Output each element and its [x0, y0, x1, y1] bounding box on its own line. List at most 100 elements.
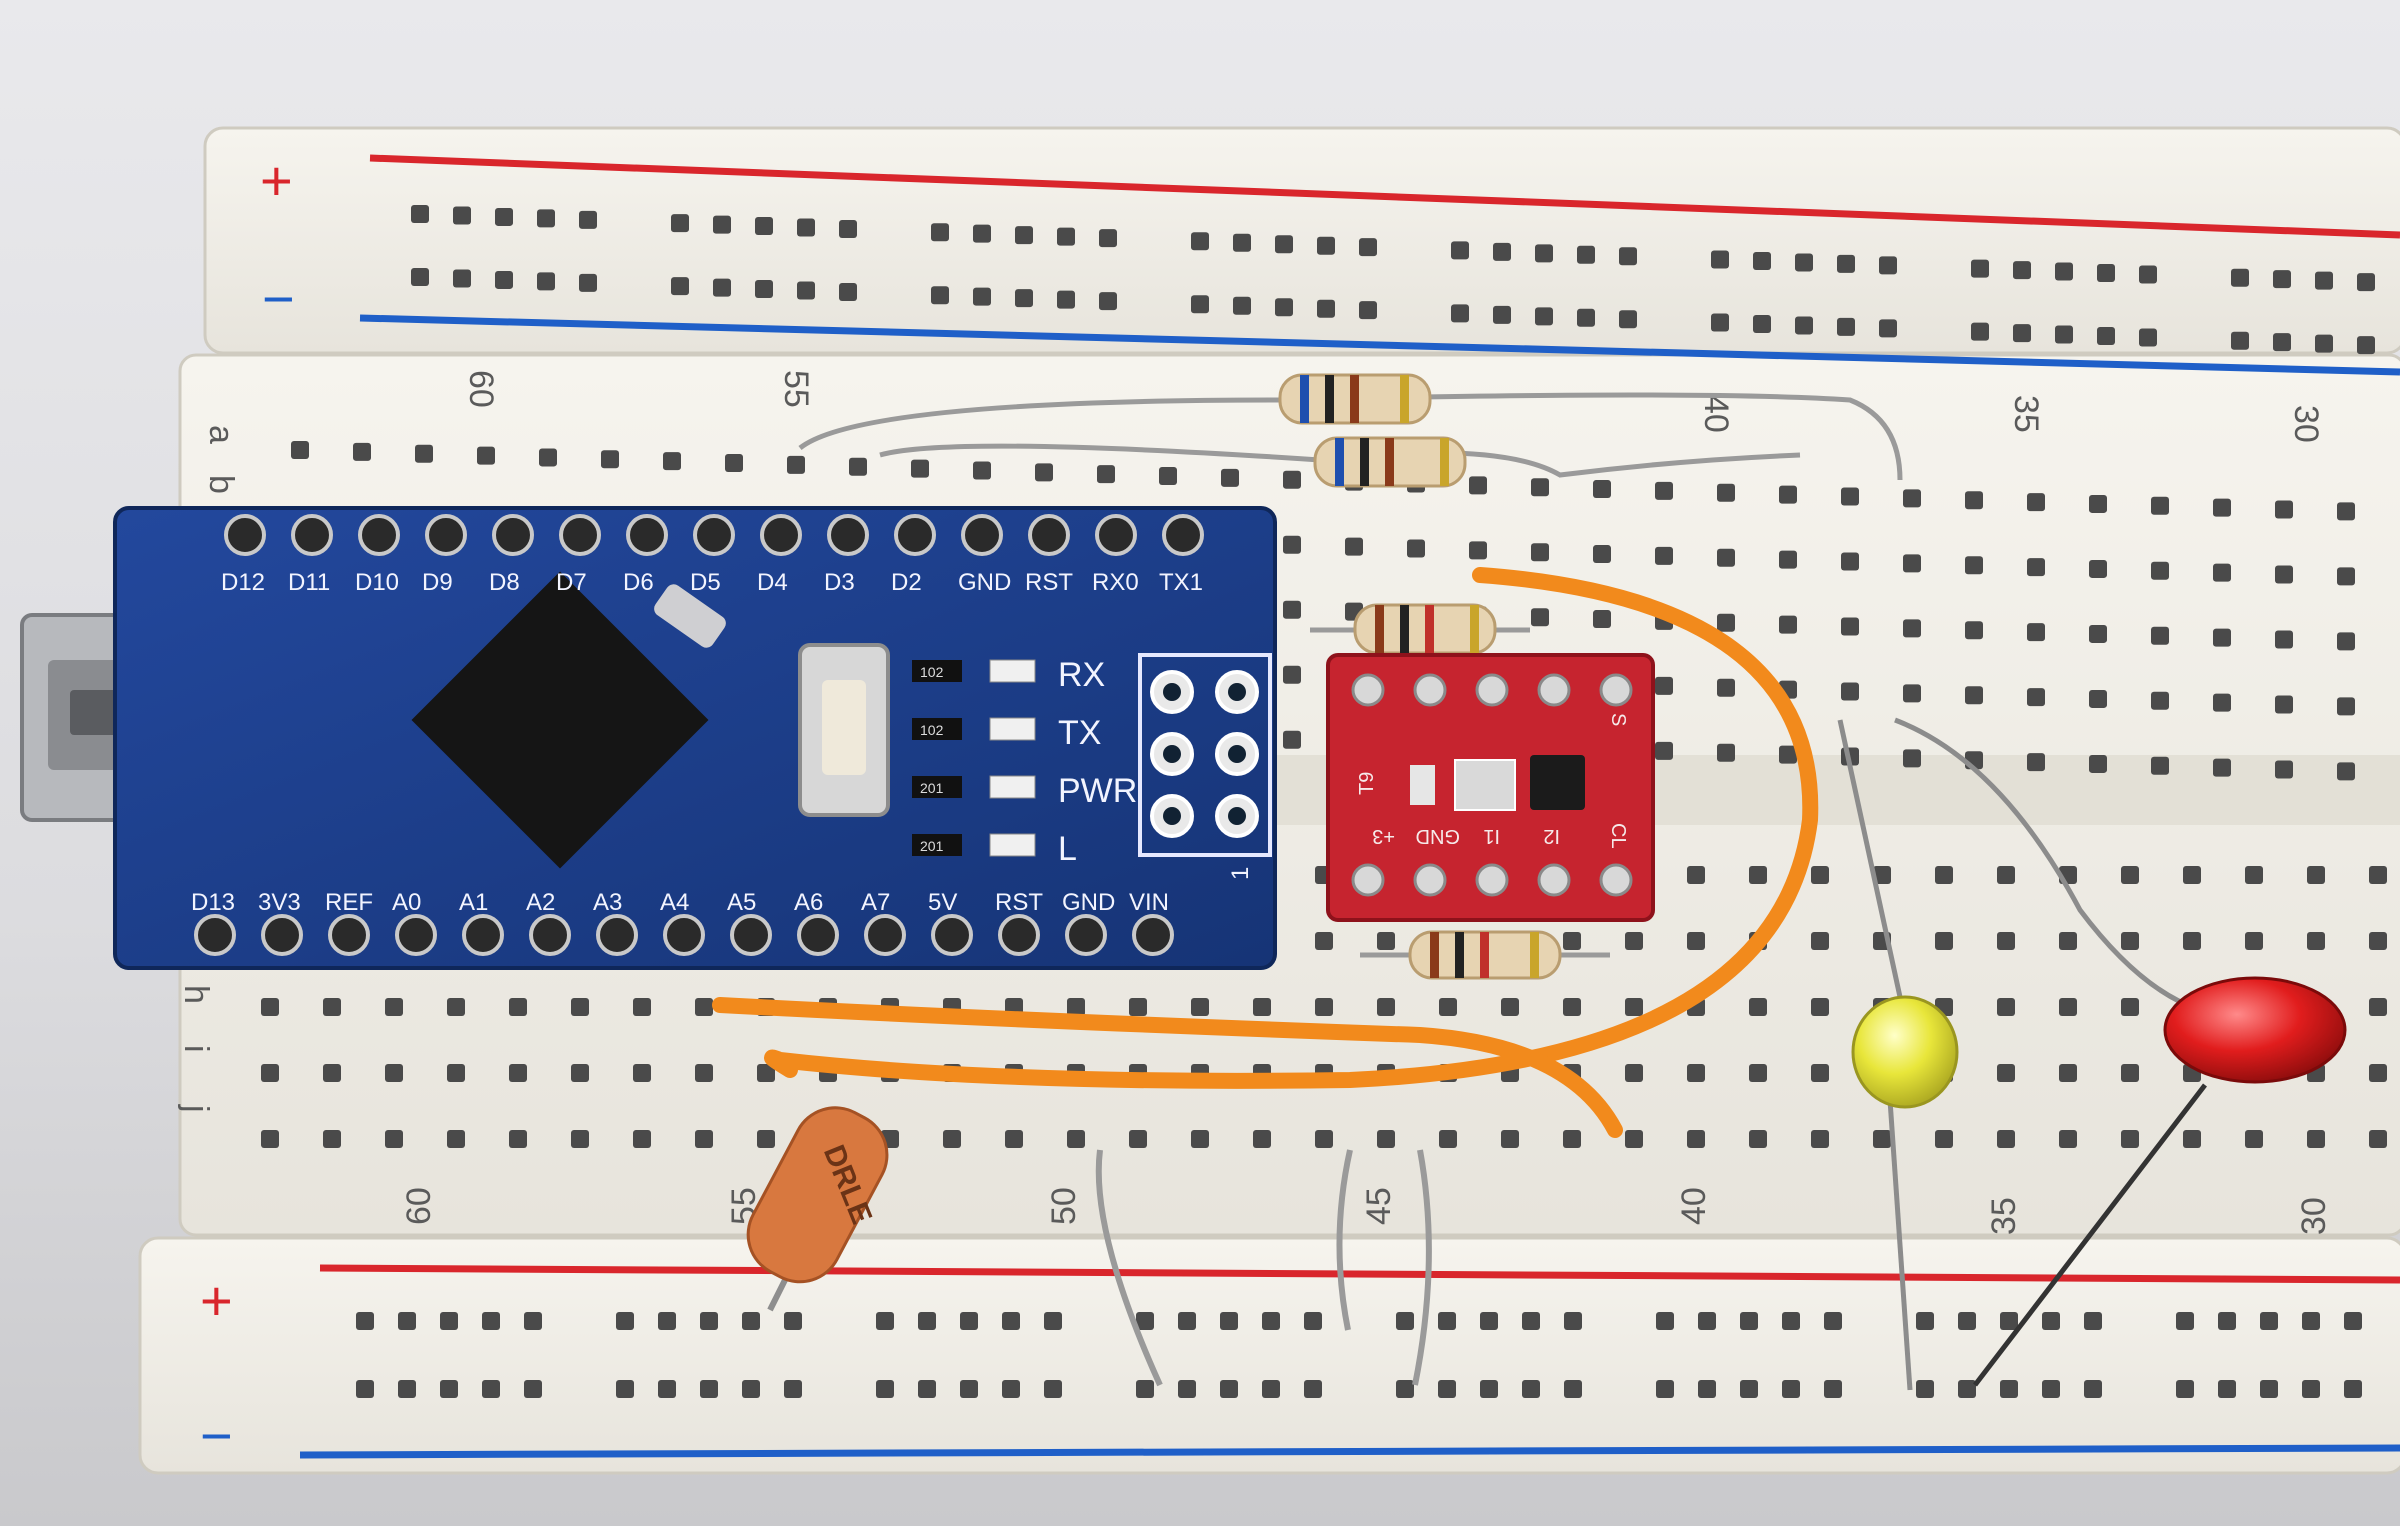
terminal-hole — [1283, 600, 1301, 619]
rail-hole — [797, 281, 815, 300]
rail-hole — [2055, 325, 2073, 344]
header-pin — [827, 514, 869, 556]
terminal-hole — [2337, 762, 2355, 781]
pin-label: D3 — [824, 569, 855, 596]
header-pin — [797, 914, 839, 956]
terminal-hole — [323, 1130, 341, 1148]
nano-pcb — [113, 506, 1277, 970]
terminal-hole — [1841, 617, 1859, 636]
terminal-hole — [1779, 615, 1797, 634]
terminal-hole — [1035, 463, 1053, 482]
rail-hole — [1577, 245, 1595, 264]
rail-hole — [1396, 1312, 1414, 1330]
terminal-hole — [1531, 543, 1549, 562]
rail-hole — [2260, 1312, 2278, 1330]
terminal-hole — [2183, 932, 2201, 950]
terminal-hole — [323, 1064, 341, 1082]
terminal-hole — [757, 1064, 775, 1082]
rail-hole — [1044, 1380, 1062, 1398]
rail-hole — [2097, 264, 2115, 283]
terminal-hole — [1811, 866, 1829, 884]
header-pin — [224, 514, 266, 556]
terminal-hole — [2213, 758, 2231, 777]
rail-hole — [2302, 1380, 2320, 1398]
terminal-hole — [1377, 998, 1395, 1016]
terminal-hole — [1997, 998, 2015, 1016]
terminal-hole — [571, 1130, 589, 1148]
rail-hole — [1317, 236, 1335, 255]
col-number-bottom-35: 35 — [1985, 1197, 2023, 1235]
header-pin — [693, 514, 735, 556]
terminal-hole — [1315, 932, 1333, 950]
terminal-hole — [385, 1064, 403, 1082]
rail-hole — [1262, 1380, 1280, 1398]
pin-label: A1 — [459, 889, 488, 916]
rail-hole — [1958, 1312, 1976, 1330]
terminal-hole — [261, 1130, 279, 1148]
rail-hole — [1099, 229, 1117, 248]
pin-label: TX1 — [1159, 569, 1203, 596]
terminal-hole — [1873, 866, 1891, 884]
terminal-hole — [2059, 1064, 2077, 1082]
pin-label: D2 — [891, 569, 922, 596]
top-power-rail — [203, 126, 2400, 355]
rail-hole — [440, 1312, 458, 1330]
header-pin — [931, 914, 973, 956]
terminal-hole — [1965, 621, 1983, 640]
yellow-led — [1837, 719, 1959, 1391]
terminal-hole — [1377, 1130, 1395, 1148]
rail-hole — [616, 1380, 634, 1398]
sensor-pins — [1351, 673, 1633, 897]
terminal-hole — [1749, 1130, 1767, 1148]
rail-hole — [1233, 233, 1251, 252]
terminal-hole — [1439, 1130, 1457, 1148]
terminal-hole — [2027, 493, 2045, 512]
pin-label: D13 — [191, 889, 235, 916]
terminal-hole — [2059, 932, 2077, 950]
terminal-hole — [633, 1130, 651, 1148]
icsp-header — [1138, 653, 1272, 857]
terminal-hole — [1997, 1064, 2015, 1082]
terminal-hole — [1841, 552, 1859, 571]
rail-hole — [2176, 1312, 2194, 1330]
resistor-4 — [1408, 930, 1562, 980]
rail-hole — [495, 207, 513, 226]
row-letter-i: i — [177, 1045, 215, 1053]
terminal-hole — [2059, 1130, 2077, 1148]
header-pin — [395, 914, 437, 956]
rail-hole — [482, 1312, 500, 1330]
rail-hole — [1916, 1380, 1934, 1398]
terminal-hole — [1655, 676, 1673, 695]
rail-hole — [1795, 253, 1813, 272]
rail-hole — [671, 277, 689, 296]
rail-hole — [453, 269, 471, 288]
terminal-hole — [1593, 610, 1611, 629]
terminal-hole — [1873, 1130, 1891, 1148]
terminal-hole — [1779, 550, 1797, 569]
smd-led — [989, 659, 1036, 683]
terminal-hole — [2151, 756, 2169, 775]
rail-hole — [876, 1312, 894, 1330]
top-plus-stripe — [369, 154, 2400, 239]
rail-hole — [2042, 1380, 2060, 1398]
smd-code: 102 — [920, 722, 944, 738]
smd-resistor — [912, 776, 962, 798]
rail-hole — [1958, 1380, 1976, 1398]
rail-hole — [1753, 314, 1771, 333]
terminal-hole — [2337, 502, 2355, 521]
rail-hole — [742, 1380, 760, 1398]
terminal-hole — [1221, 468, 1239, 487]
rail-hole — [700, 1380, 718, 1398]
terminal-hole — [725, 454, 743, 473]
rail-hole — [839, 219, 857, 238]
terminal-hole — [261, 1064, 279, 1082]
orange-wire-long — [712, 997, 1623, 1138]
sensor-label-3v: +3 — [1372, 825, 1395, 847]
terminal-hole — [1283, 470, 1301, 489]
jumper-links — [1095, 1149, 1432, 1387]
terminal-hole — [2151, 496, 2169, 515]
terminal-hole — [2059, 998, 2077, 1016]
rail-hole — [1220, 1312, 1238, 1330]
terminal-hole — [1779, 485, 1797, 504]
